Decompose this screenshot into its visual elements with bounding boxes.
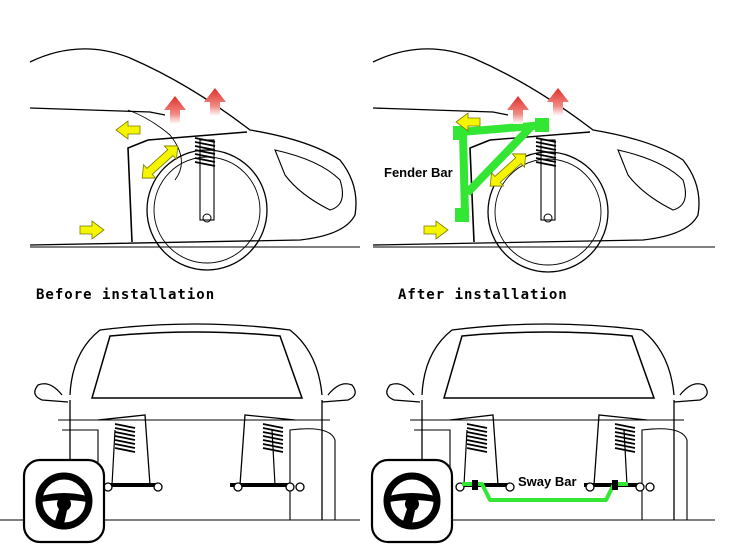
sway-bar-bushing	[472, 480, 478, 490]
arrow-up-icon	[204, 88, 226, 116]
spring-icon	[194, 137, 216, 167]
fender-bar-shape	[455, 120, 550, 220]
arrow-up-icon	[547, 88, 569, 116]
spring-icon	[114, 423, 136, 453]
arrow-up-icon	[507, 96, 529, 124]
before-caption: Before installation	[36, 287, 216, 303]
after-caption: After installation	[398, 287, 568, 303]
steering-wheel-icon	[22, 458, 106, 544]
fender-bar-label: Fender Bar	[384, 165, 453, 180]
arrow-right-icon	[79, 220, 105, 240]
fender-bar-brackets	[453, 118, 549, 222]
steering-wheel-icon	[370, 458, 454, 544]
side-view-after	[372, 48, 715, 273]
arrow-left-icon	[115, 120, 141, 140]
arrow-right-icon	[423, 220, 449, 240]
sway-bar-bushing	[612, 480, 618, 490]
spring-icon	[466, 423, 488, 453]
arrow-up-icon	[164, 96, 186, 124]
side-view-before	[29, 48, 360, 271]
sway-bar-label: Sway Bar	[518, 474, 577, 489]
